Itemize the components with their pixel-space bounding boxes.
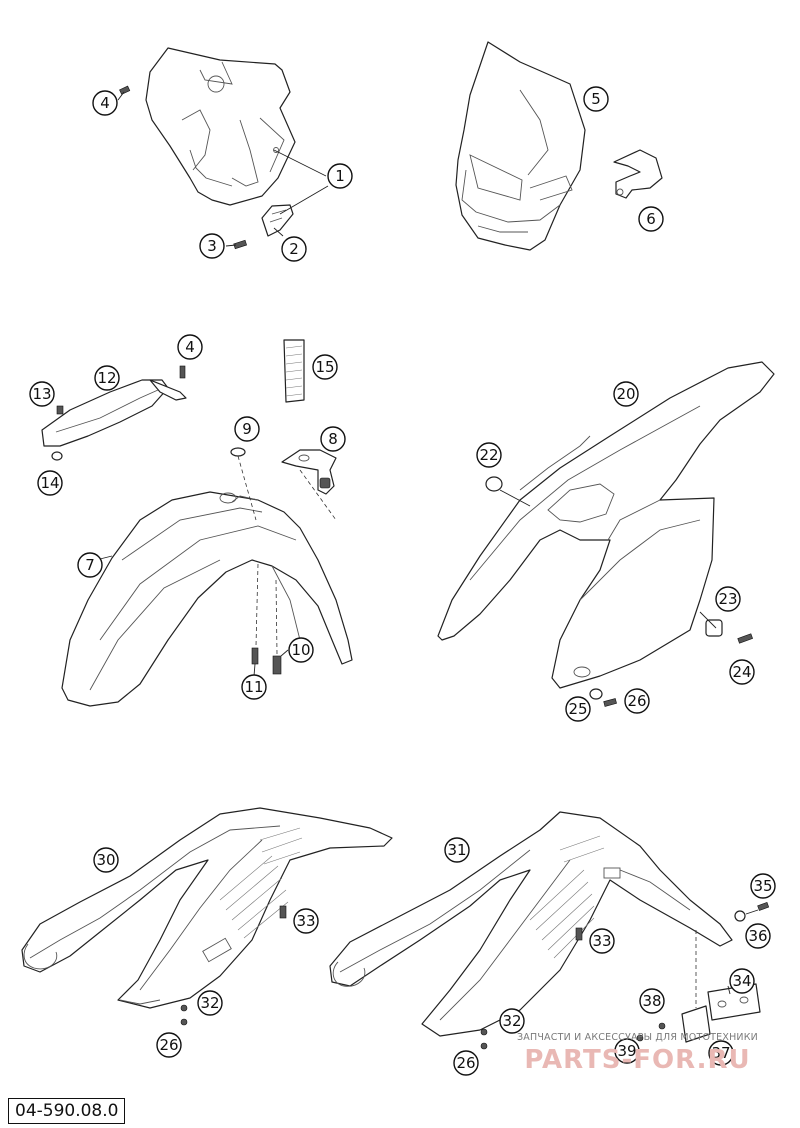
rear-fender [437, 361, 775, 689]
svg-text:26: 26 [456, 1054, 475, 1072]
callout-24: 24 [729, 659, 755, 685]
callout-4: 4 [92, 90, 118, 116]
callout-13: 13 [29, 381, 55, 407]
watermark-subtitle: ЗАПЧАСТИ И АКСЕССУАРЫ ДЛЯ МОТОТЕХНИКИ [517, 1032, 758, 1043]
svg-text:3: 3 [207, 237, 217, 255]
callout-6: 6 [638, 206, 664, 232]
fender-extension [41, 379, 187, 447]
callout-12: 12 [94, 365, 120, 391]
callout-36: 36 [745, 923, 771, 949]
callout-4b: 4 [177, 334, 203, 360]
svg-text:38: 38 [642, 992, 661, 1010]
front-fender [61, 491, 353, 707]
callout-8: 8 [320, 426, 346, 452]
svg-text:23: 23 [718, 590, 737, 608]
fender-bracket [281, 449, 337, 495]
callout-35: 35 [750, 873, 776, 899]
callout-30: 30 [93, 847, 119, 873]
group1-hardware [119, 85, 248, 250]
svg-text:34: 34 [732, 972, 751, 990]
svg-text:15: 15 [315, 358, 334, 376]
callout-25: 25 [565, 696, 591, 722]
callout-20: 20 [613, 381, 639, 407]
svg-text:24: 24 [732, 663, 751, 681]
svg-text:14: 14 [40, 474, 59, 492]
svg-text:31: 31 [447, 841, 466, 859]
svg-text:36: 36 [748, 927, 767, 945]
callout-26: 26 [624, 688, 650, 714]
group3-hardware [51, 365, 282, 675]
callout-11: 11 [241, 674, 267, 700]
callout-31: 31 [444, 837, 470, 863]
svg-text:33: 33 [296, 912, 315, 930]
callout-10: 10 [288, 637, 314, 663]
svg-text:32: 32 [502, 1012, 521, 1030]
callout-26b: 26 [156, 1032, 182, 1058]
callout-15: 15 [312, 354, 338, 380]
callout-39: 39 [614, 1038, 640, 1064]
svg-text:20: 20 [616, 385, 635, 403]
svg-text:30: 30 [96, 851, 115, 869]
rear-fender-b [329, 811, 733, 1037]
group5-hardware [180, 905, 287, 1026]
svg-text:25: 25 [568, 700, 587, 718]
callout-32: 32 [197, 990, 223, 1016]
callout-3: 3 [199, 233, 225, 259]
group1-leaders [117, 91, 329, 247]
callout-33: 33 [293, 908, 319, 934]
callout-23: 23 [715, 586, 741, 612]
watermark-brand: PARTS-FOR.RU [524, 1045, 751, 1075]
svg-text:4: 4 [100, 94, 110, 112]
callout-38: 38 [639, 988, 665, 1014]
svg-text:6: 6 [646, 210, 656, 228]
svg-text:4: 4 [185, 338, 195, 356]
svg-text:33: 33 [592, 932, 611, 950]
svg-text:26: 26 [627, 692, 646, 710]
callout-22: 22 [476, 442, 502, 468]
svg-text:11: 11 [244, 678, 263, 696]
group4-leaders [499, 489, 717, 629]
callout-37: 37 [708, 1040, 734, 1066]
callout-26c: 26 [453, 1050, 479, 1076]
callout-2: 2 [281, 236, 307, 262]
callout-1: 1 [327, 163, 353, 189]
group6-leaders [695, 909, 759, 1008]
svg-text:22: 22 [479, 446, 498, 464]
callout-33b: 33 [589, 928, 615, 954]
svg-text:8: 8 [328, 430, 338, 448]
svg-text:1: 1 [335, 167, 345, 185]
group4-hardware [485, 476, 753, 707]
svg-text:12: 12 [97, 369, 116, 387]
callout-7: 7 [77, 552, 103, 578]
svg-text:7: 7 [85, 556, 95, 574]
license-plate-parts [681, 983, 761, 1043]
headlight-mask [455, 41, 663, 251]
callout-9: 9 [234, 416, 260, 442]
svg-text:39: 39 [617, 1042, 636, 1060]
callout-32b: 32 [499, 1008, 525, 1034]
watermark: ЗАПЧАСТИ И АКСЕССУАРЫ ДЛЯ МОТОТЕХНИКИ PA… [485, 1032, 790, 1075]
callout-34: 34 [729, 968, 755, 994]
svg-text:32: 32 [200, 994, 219, 1012]
svg-text:35: 35 [753, 877, 772, 895]
svg-text:26: 26 [159, 1036, 178, 1054]
callout-5: 5 [583, 86, 609, 112]
svg-text:2: 2 [289, 240, 299, 258]
svg-text:13: 13 [32, 385, 51, 403]
mud-flap [283, 339, 305, 403]
headlight-mask-plate [145, 47, 296, 237]
svg-text:10: 10 [291, 641, 310, 659]
rear-fender-a [21, 807, 393, 1009]
callout-14: 14 [37, 470, 63, 496]
svg-text:37: 37 [711, 1044, 730, 1062]
diagram-code: 04-590.08.0 [8, 1098, 126, 1124]
group6-hardware [480, 902, 770, 1050]
svg-text:9: 9 [242, 420, 252, 438]
svg-text:5: 5 [591, 90, 601, 108]
